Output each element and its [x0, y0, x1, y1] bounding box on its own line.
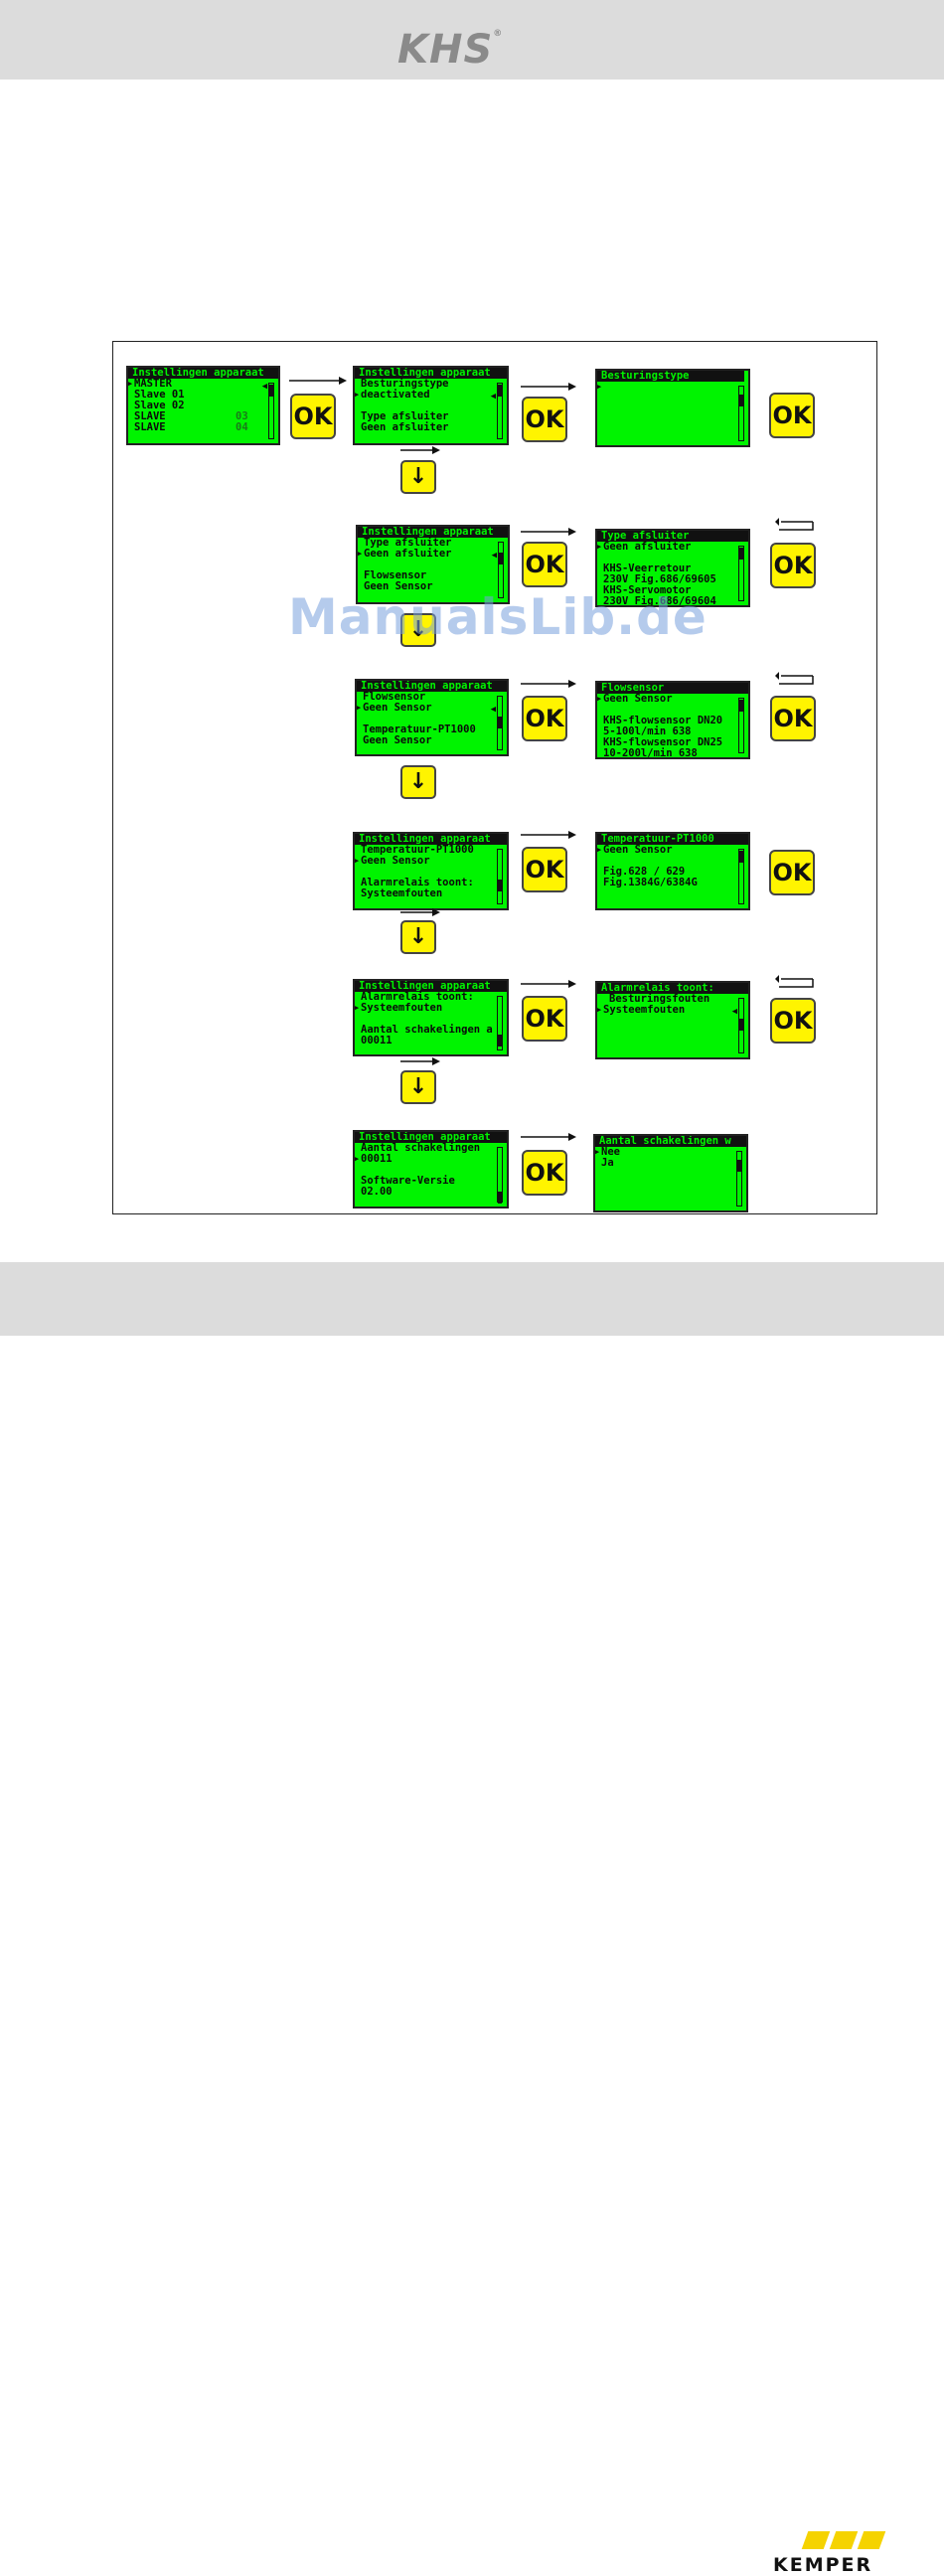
ok-button[interactable]: OK	[770, 696, 816, 741]
right-arrow	[521, 680, 576, 688]
ok-button[interactable]: OK	[769, 393, 815, 438]
screen-temperatuur-pt1000: Temperatuur-PT1000 Geen Sensor Fig.628 /…	[595, 832, 750, 910]
right-arrow	[521, 528, 576, 536]
ok-button[interactable]: OK	[522, 1150, 567, 1196]
right-arrow	[400, 908, 440, 916]
ok-button[interactable]: OK	[522, 696, 567, 741]
screen-alarmrelais-toont: Alarmrelais toont: Besturingsfouten Syst…	[595, 981, 750, 1059]
kemper-logo: KEMPER	[773, 2554, 873, 2576]
khs-logo: KHS®	[397, 27, 504, 73]
screen-instellingen-besturingstype: Instellingen apparaat Besturingstype dea…	[353, 366, 509, 445]
ok-button[interactable]: OK	[769, 850, 815, 895]
menu-flow-diagram	[112, 341, 877, 1214]
screen-type-afsluiter: Type afsluiter Geen afsluiter KHS-Veerre…	[595, 529, 750, 607]
screen-instellingen-type-afsluiter: Instellingen apparaat Type afsluiter Gee…	[356, 525, 510, 604]
back-arrow-icon	[775, 518, 814, 531]
watermark: ManualsLib.de	[288, 588, 708, 646]
down-button[interactable]: ↓	[400, 920, 436, 954]
screen-instellingen-alarmrelais: Instellingen apparaat Alarmrelais toont:…	[353, 979, 509, 1056]
down-button[interactable]: ↓	[400, 460, 436, 494]
ok-button[interactable]: OK	[770, 998, 816, 1044]
right-arrow	[521, 831, 576, 839]
kemper-logo-bars-icon	[801, 2531, 886, 2549]
screen-aantal-schakelingen: Aantal schakelingen w Nee Ja	[593, 1134, 748, 1212]
screen-instellingen-aantal-schakelingen: Instellingen apparaat Aantal schakelinge…	[353, 1130, 509, 1208]
right-arrow	[400, 446, 440, 454]
page-footer: KEMPER	[0, 1262, 944, 2576]
screen-instellingen-master: Instellingen apparaat MASTER Slave 01 Sl…	[126, 366, 280, 445]
right-arrow	[400, 1057, 440, 1065]
right-arrow	[521, 980, 576, 988]
ok-button[interactable]: OK	[522, 996, 567, 1042]
ok-button[interactable]: OK	[522, 847, 567, 892]
screen-besturingstype: Besturingstype	[595, 369, 750, 447]
down-button[interactable]: ↓	[400, 1070, 436, 1104]
ok-button[interactable]: OK	[522, 397, 567, 442]
screen-instellingen-flowsensor: Instellingen apparaat Flowsensor Geen Se…	[355, 679, 509, 756]
ok-button[interactable]: OK	[770, 543, 816, 588]
page-header: KHS®	[0, 0, 944, 80]
screen-flowsensor: Flowsensor Geen Sensor KHS-flowsensor DN…	[595, 681, 750, 759]
down-button[interactable]: ↓	[400, 765, 436, 799]
screen-instellingen-temperatuur: Instellingen apparaat Temperatuur-PT1000…	[353, 832, 509, 910]
ok-button[interactable]: OK	[290, 394, 336, 439]
right-arrow	[521, 1133, 576, 1141]
back-arrow-icon	[775, 672, 814, 685]
right-arrow	[521, 383, 576, 391]
down-button[interactable]: ↓	[400, 613, 436, 647]
back-arrow-icon	[775, 975, 814, 988]
right-arrow	[289, 377, 347, 385]
ok-button[interactable]: OK	[522, 542, 567, 587]
